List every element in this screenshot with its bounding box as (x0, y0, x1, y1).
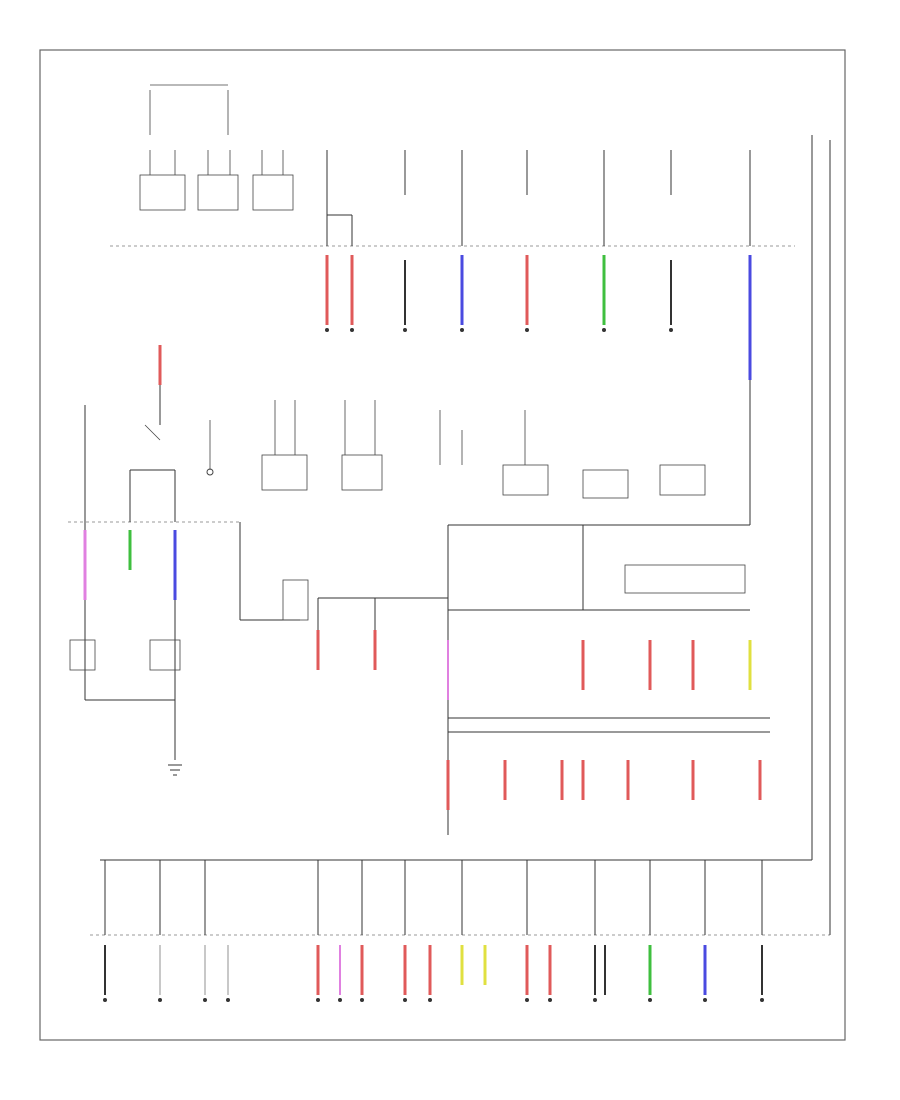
upper-terminals (325, 328, 673, 332)
lower-fuse-row (100, 140, 831, 935)
central-junction (317, 524, 770, 835)
diagram-frame (39, 49, 846, 1041)
central-wire-segments (316, 630, 762, 810)
left-lower-wires (69, 530, 181, 740)
middle-relays (261, 400, 706, 621)
upper-wire-segments (325, 255, 752, 525)
relay-group-top-left (139, 84, 294, 211)
lower-terminals (103, 998, 764, 1002)
lower-wire-segments (104, 945, 763, 995)
upper-fuse-drops (326, 135, 813, 860)
ground-symbol (168, 740, 182, 776)
